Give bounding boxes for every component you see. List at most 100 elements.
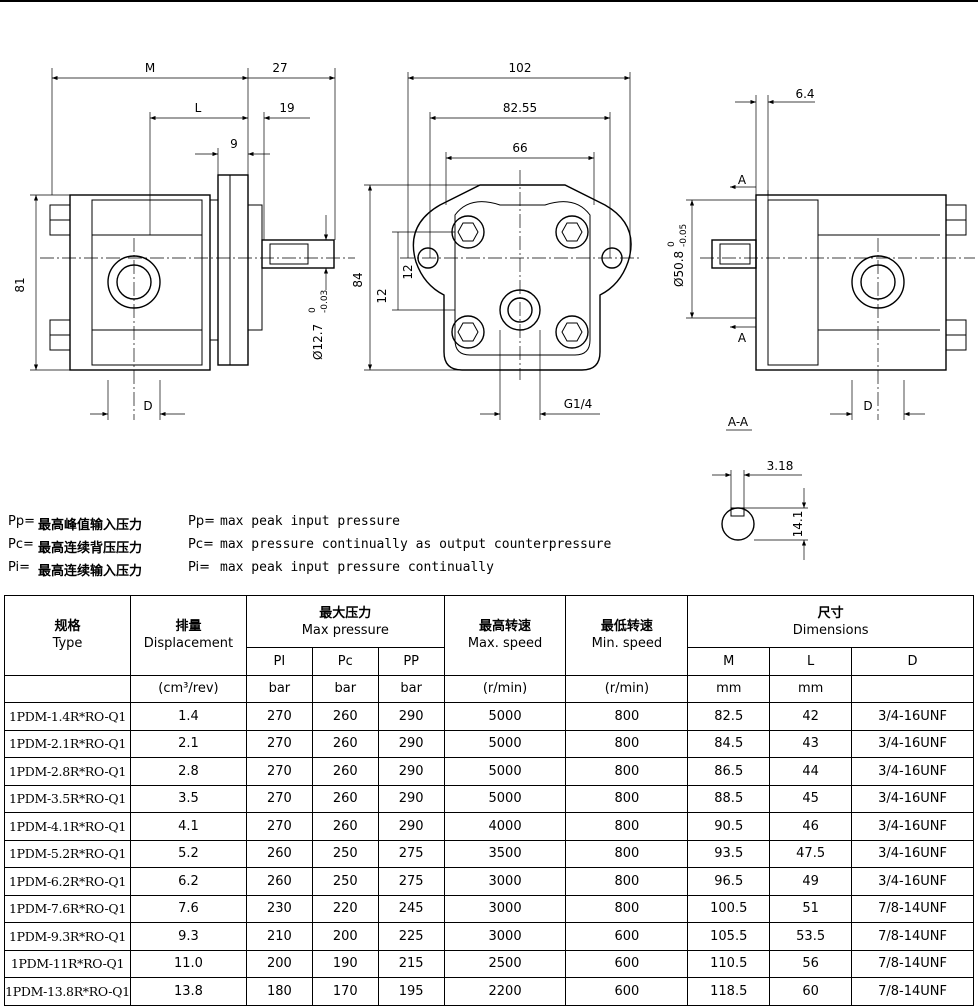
cell-pc: 200: [311, 922, 379, 951]
sub-pc: Pc: [311, 647, 379, 676]
cell-max-speed: 3000: [443, 922, 567, 951]
legend-symbol: Pi=: [8, 560, 31, 575]
legend-en: max pressure continually as output count…: [220, 537, 612, 552]
cell-pi: 180: [245, 977, 313, 1006]
cell-dim-l: 47.5: [769, 839, 853, 868]
cell-dim-l: 42: [769, 702, 853, 731]
cell-max-speed: 3000: [443, 867, 567, 896]
cell-pi: 200: [245, 949, 313, 978]
unit-pc: bar: [311, 674, 379, 703]
pump-dimension-drawing: M 27 L 19 9 81 Ø12.7 0 -0.03: [13, 61, 975, 560]
cell-pp: 290: [377, 784, 445, 813]
unit-maxs: (r/min): [443, 674, 567, 703]
cell-max-speed: 5000: [443, 757, 567, 786]
unit-l: mm: [769, 674, 853, 703]
cell-max-speed: 5000: [443, 702, 567, 731]
cell-pi: 270: [245, 784, 313, 813]
cell-displacement: 4.1: [129, 812, 247, 841]
cell-min-speed: 600: [565, 949, 689, 978]
cell-pp: 290: [377, 702, 445, 731]
bolt-icon: [451, 215, 485, 249]
dim-L: L: [195, 101, 202, 115]
cell-pc: 250: [311, 839, 379, 868]
cell-pc: 260: [311, 757, 379, 786]
cell-displacement: 6.2: [129, 867, 247, 896]
cell-min-speed: 800: [565, 894, 689, 923]
cell-type: 1PDM-11R*RO-Q1: [4, 949, 131, 978]
cell-displacement: 11.0: [129, 949, 247, 978]
legend-en-symbol: Pp=: [188, 514, 215, 529]
cell-pc: 260: [311, 784, 379, 813]
legend-en: max peak input pressure continually: [220, 560, 494, 575]
cell-dim-l: 43: [769, 729, 853, 758]
cell-min-speed: 800: [565, 812, 689, 841]
cell-pc: 170: [311, 977, 379, 1006]
unit-type: [4, 674, 131, 703]
legend-en: max peak input pressure: [220, 514, 401, 529]
cell-max-speed: 5000: [443, 729, 567, 758]
unit-d: [851, 674, 974, 703]
cell-type: 1PDM-1.4R*RO-Q1: [4, 702, 131, 731]
cell-pp: 275: [377, 839, 445, 868]
cell-pi: 210: [245, 922, 313, 951]
cell-pc: 260: [311, 702, 379, 731]
unit-pp: bar: [377, 674, 445, 703]
cell-displacement: 3.5: [129, 784, 247, 813]
cell-max-speed: 3500: [443, 839, 567, 868]
cell-pp: 225: [377, 922, 445, 951]
cell-pp: 290: [377, 757, 445, 786]
cell-max-speed: 3000: [443, 894, 567, 923]
dim-pilot-dia: Ø50.8: [672, 251, 686, 287]
unit-disp: (cm³/rev): [129, 674, 247, 703]
cell-min-speed: 800: [565, 784, 689, 813]
section-AA: A-A 3.18 14.1: [712, 415, 808, 560]
cell-displacement: 9.3: [129, 922, 247, 951]
cell-displacement: 13.8: [129, 977, 247, 1006]
bolt-icon: [451, 315, 485, 349]
cell-min-speed: 800: [565, 839, 689, 868]
sub-m: M: [687, 647, 771, 676]
section-A-bottom: A: [738, 331, 747, 345]
cell-min-speed: 800: [565, 867, 689, 896]
cell-dim-m: 90.5: [687, 812, 771, 841]
dim-6-4: 6.4: [795, 87, 814, 101]
dim-pilot-tol-lo: -0.05: [679, 224, 689, 247]
dim-82-55: 82.55: [503, 101, 537, 115]
side-view: M 27 L 19 9 81 Ø12.7 0 -0.03: [13, 61, 355, 420]
cell-dim-m: 86.5: [687, 757, 771, 786]
dim-81: 81: [13, 277, 27, 292]
legend-cn: 最高峰值输入压力: [38, 518, 143, 533]
cell-pp: 275: [377, 867, 445, 896]
dim-shaft-tol-lo: -0.03: [320, 290, 330, 313]
dim-shaft-tol-up: 0: [308, 307, 318, 313]
cell-pc: 190: [311, 949, 379, 978]
cell-displacement: 5.2: [129, 839, 247, 868]
cell-pi: 270: [245, 729, 313, 758]
cell-pp: 245: [377, 894, 445, 923]
cell-pi: 270: [245, 757, 313, 786]
rear-view: 6.4 A A Ø50.8 0 -0.05 D: [667, 87, 975, 420]
unit-m: mm: [687, 674, 771, 703]
cell-displacement: 2.8: [129, 757, 247, 786]
cell-dim-l: 53.5: [769, 922, 853, 951]
cell-min-speed: 600: [565, 922, 689, 951]
cell-type: 1PDM-9.3R*RO-Q1: [4, 922, 131, 951]
dim-3-18: 3.18: [767, 459, 794, 473]
legend-symbol: Pp=: [8, 514, 35, 529]
cell-type: 1PDM-6.2R*RO-Q1: [4, 867, 131, 896]
cell-pp: 290: [377, 729, 445, 758]
cell-dim-m: 100.5: [687, 894, 771, 923]
cell-dim-d: 3/4-16UNF: [851, 839, 974, 868]
dim-84: 84: [351, 272, 365, 287]
cell-pi: 260: [245, 839, 313, 868]
